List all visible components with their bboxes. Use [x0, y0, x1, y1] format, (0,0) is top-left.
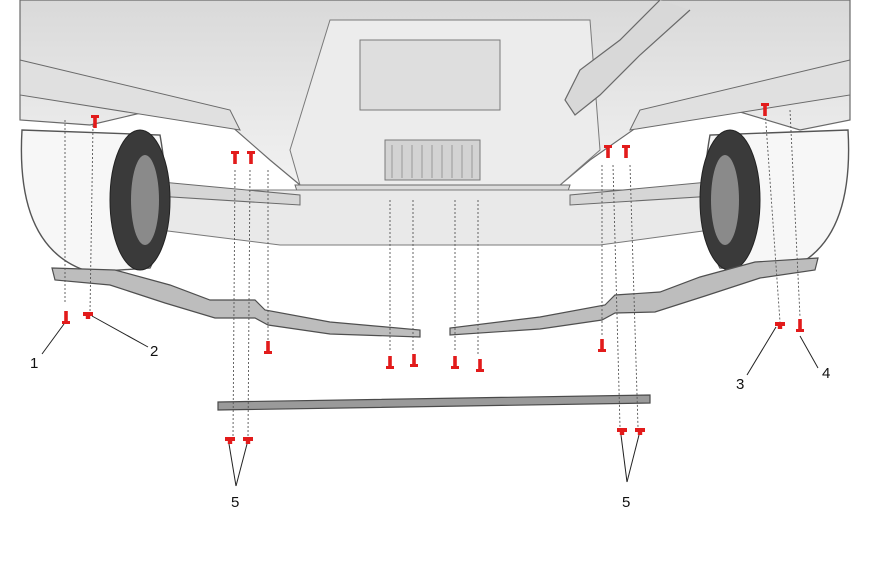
- leader-lines: [41, 315, 819, 487]
- vehicle-body: [19, 0, 851, 246]
- left-wheel: [20, 129, 171, 273]
- right-deflector: [449, 257, 819, 336]
- callout-5-left: 5: [231, 494, 240, 511]
- callout-3: 3: [736, 376, 745, 393]
- lower-bar: [217, 394, 651, 411]
- left-deflector: [51, 267, 421, 338]
- right-wheel: [699, 129, 850, 273]
- alignment-lines: [64, 109, 801, 438]
- callout-2: 2: [150, 343, 159, 360]
- callout-4: 4: [822, 365, 831, 382]
- callout-5-right: 5: [622, 494, 631, 511]
- callout-1: 1: [30, 355, 39, 372]
